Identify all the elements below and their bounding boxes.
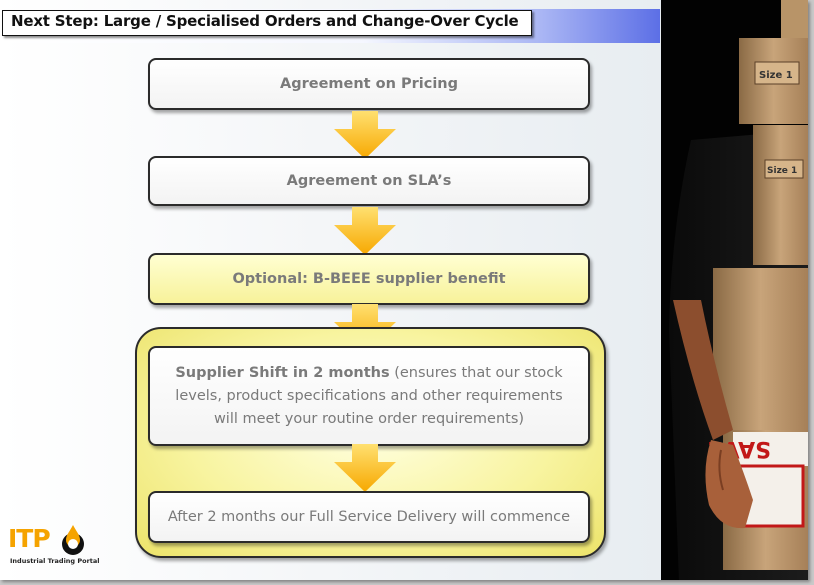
step-sla: Agreement on SLA’s xyxy=(148,156,590,206)
step-sla-label: Agreement on SLA’s xyxy=(286,173,452,189)
step-full-service: After 2 months our Full Service Delivery… xyxy=(148,491,590,543)
arrow-down-icon xyxy=(334,111,396,159)
title-box: Next Step: Large / Specialised Orders an… xyxy=(2,10,532,36)
step-supplier-shift: Supplier Shift in 2 months (ensures that… xyxy=(148,346,590,446)
box-stack-image: Size 1 Size 1 SAVE xyxy=(661,0,808,580)
itp-logo: ITP Industrial Trading Portal xyxy=(8,524,118,574)
step-full-service-label: After 2 months our Full Service Delivery… xyxy=(167,508,571,525)
photo-boxes: Size 1 Size 1 SAVE xyxy=(661,0,808,580)
step-pricing-label: Agreement on Pricing xyxy=(279,76,458,92)
step-supplier-shift-text: Supplier Shift in 2 months (ensures that… xyxy=(150,362,588,431)
logo-tagline: Industrial Trading Portal xyxy=(10,557,100,565)
step-supplier-shift-detail: (ensures that our stock levels, product … xyxy=(175,364,563,427)
oil-drop-icon xyxy=(62,525,84,555)
arrow-down-icon xyxy=(334,207,396,255)
box-label-top: Size 1 xyxy=(759,70,793,81)
step-bbeee-label: Optional: B-BEEE supplier benefit xyxy=(232,271,506,287)
step-supplier-shift-bold: Supplier Shift in 2 months xyxy=(175,364,390,381)
step-pricing: Agreement on Pricing xyxy=(148,58,590,110)
logo-wordmark: ITP xyxy=(8,524,51,553)
slide-title: Next Step: Large / Specialised Orders an… xyxy=(11,12,519,30)
step-bbeee: Optional: B-BEEE supplier benefit xyxy=(148,253,590,305)
arrow-down-icon xyxy=(334,444,396,492)
box-label-mid: Size 1 xyxy=(767,166,797,176)
